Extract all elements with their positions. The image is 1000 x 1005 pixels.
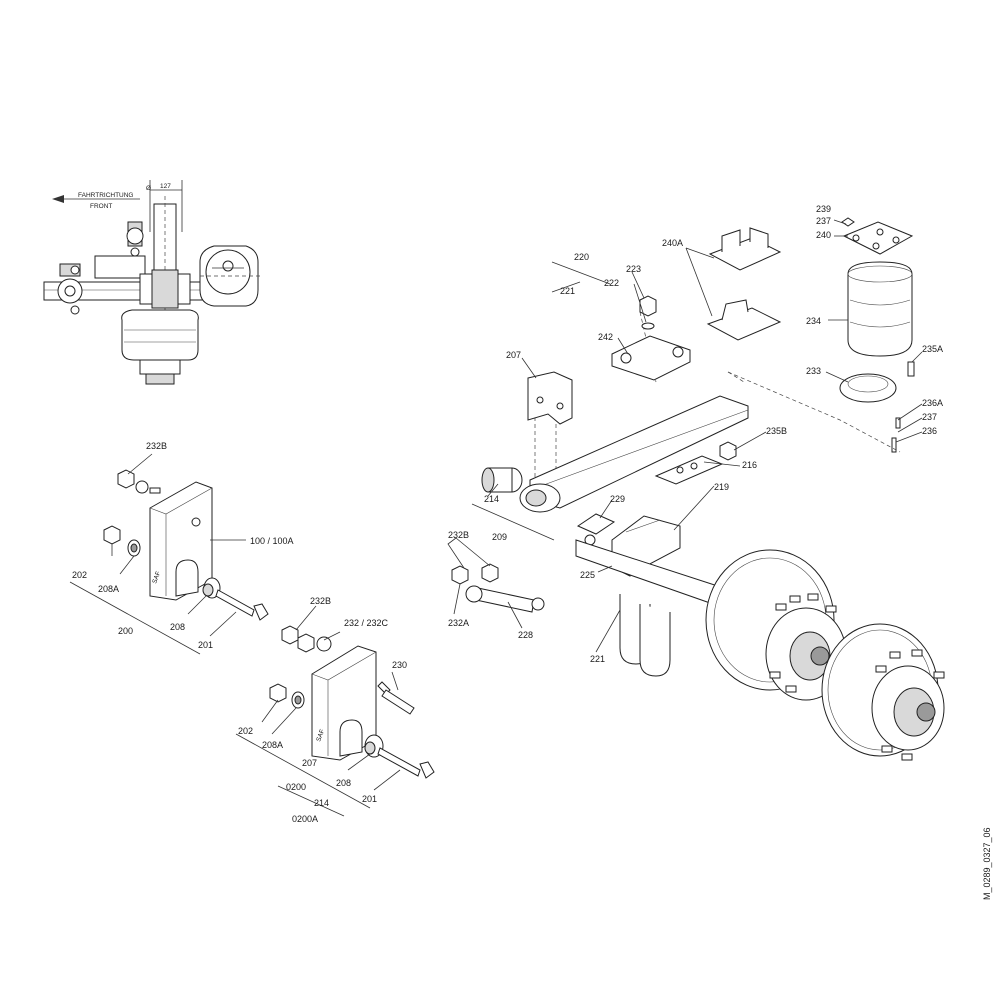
callout-214-b: 214	[314, 798, 329, 808]
callout-216: 216	[742, 460, 757, 470]
callout-233: 233	[806, 366, 821, 376]
callout-208-a: 208	[170, 622, 185, 632]
direction-arrow-icon	[52, 195, 140, 203]
svg-text:SAF: SAF	[151, 570, 162, 584]
callout-202-b: 202	[238, 726, 253, 736]
callout-208A-a: 208A	[98, 584, 119, 594]
callout-220: 220	[574, 252, 589, 262]
drawing-id: M_0289_0327_06	[982, 827, 992, 900]
callout-208A-b: 208A	[262, 740, 283, 750]
callout-202-a: 202	[72, 570, 87, 580]
callout-labels: 232B 100 / 100A 202 208A 208 200 201 232…	[72, 204, 943, 824]
hanger-assembly-200: SAF	[103, 469, 269, 621]
svg-text:SAF: SAF	[315, 728, 326, 742]
callout-208-b: 208	[336, 778, 351, 788]
callout-240: 240	[816, 230, 831, 240]
callout-219: 219	[714, 482, 729, 492]
callout-236: 236	[922, 426, 937, 436]
callout-207-b: 207	[302, 758, 317, 768]
side-view-drawing: FAHRTRICHTUNG FRONT Ø 127	[43, 180, 262, 385]
callout-234: 234	[806, 316, 821, 326]
callout-239: 239	[816, 204, 831, 214]
leader-lines	[69, 219, 923, 817]
callout-223: 223	[626, 264, 641, 274]
callout-237-a: 237	[816, 216, 831, 226]
callout-221-a: 221	[560, 286, 575, 296]
hanger-assembly-0200: SAF	[269, 625, 435, 779]
direction-label-front: FRONT	[90, 203, 112, 210]
callout-228: 228	[518, 630, 533, 640]
callout-232A: 232A	[448, 618, 469, 628]
callout-225: 225	[580, 570, 595, 580]
callout-209: 209	[492, 532, 507, 542]
callout-100-100A: 100 / 100A	[250, 536, 294, 546]
axle-assembly	[451, 217, 945, 761]
callout-201-b: 201	[362, 794, 377, 804]
callout-230: 230	[392, 660, 407, 670]
callout-237-b: 237	[922, 412, 937, 422]
callout-232B-b: 232B	[310, 596, 331, 606]
callout-235A: 235A	[922, 344, 943, 354]
callout-0200A: 0200A	[292, 814, 318, 824]
dimension-symbol: Ø	[146, 185, 151, 192]
callout-207-a: 207	[506, 350, 521, 360]
callout-222: 222	[604, 278, 619, 288]
callout-242: 242	[598, 332, 613, 342]
callout-214-a: 214	[484, 494, 499, 504]
callout-200: 200	[118, 626, 133, 636]
callout-240A: 240A	[662, 238, 683, 248]
callout-236A: 236A	[922, 398, 943, 408]
direction-label: FAHRTRICHTUNG	[78, 192, 134, 199]
callout-221-b: 221	[590, 654, 605, 664]
callout-232B-c: 232B	[448, 530, 469, 540]
callout-0200: 0200	[286, 782, 306, 792]
callout-232B-a: 232B	[146, 441, 167, 451]
callout-235B: 235B	[766, 426, 787, 436]
callout-201-a: 201	[198, 640, 213, 650]
dimension-value: 127	[160, 183, 171, 190]
callout-232-232C: 232 / 232C	[344, 618, 389, 628]
callout-229: 229	[610, 494, 625, 504]
